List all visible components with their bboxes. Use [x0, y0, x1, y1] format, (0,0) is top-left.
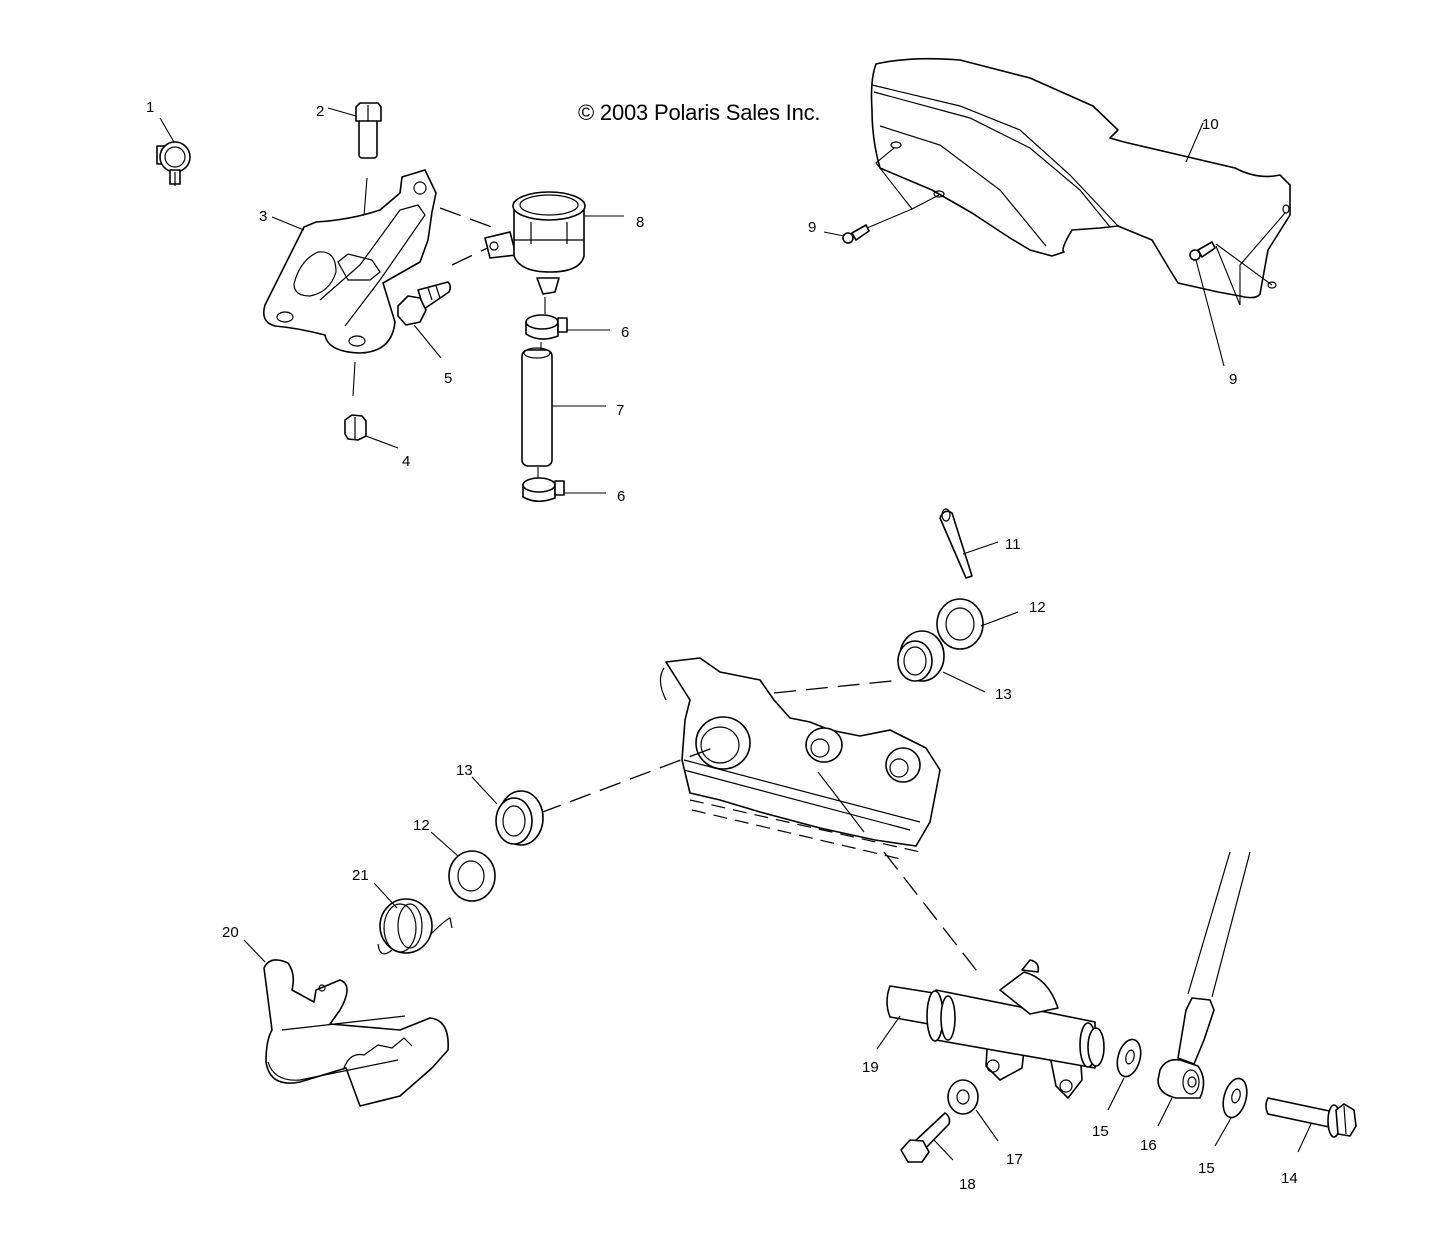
callout-4: 4 [402, 453, 410, 470]
assembly-line [883, 851, 981, 976]
part-15-washer-right: 15 [1198, 1077, 1248, 1177]
copyright-notice: © 2003 Polaris Sales Inc. [578, 100, 821, 125]
callout-17: 17 [1006, 1151, 1023, 1168]
callout-2: 2 [316, 103, 324, 120]
part-2-bolt: 2 [316, 102, 382, 255]
part-21-spring: 21 [352, 867, 453, 955]
callout-1: 1 [146, 99, 154, 116]
part-7-hose: 7 [521, 342, 624, 467]
callout-15-right: 15 [1198, 1160, 1215, 1177]
callout-20: 20 [222, 924, 239, 941]
callout-15-left: 15 [1092, 1123, 1109, 1140]
callout-13-upper: 13 [995, 686, 1012, 703]
part-12-washer-upper: 12 [936, 598, 1046, 650]
part-12-washer-lower: 12 [413, 817, 496, 902]
callout-5: 5 [444, 370, 452, 387]
callout-18: 18 [959, 1176, 976, 1193]
pedal-mount-bracket [659, 657, 941, 861]
part-13-bushing-upper: 13 [897, 630, 1012, 703]
part-9-screw-left: 9 [808, 147, 940, 244]
part-4-nut: 4 [344, 414, 410, 470]
part-5-bolt: 5 [397, 281, 452, 387]
callout-11: 11 [1005, 536, 1021, 553]
part-3-mounting-bracket: 3 [259, 169, 501, 397]
callout-7: 7 [616, 402, 624, 419]
part-19-master-cylinder: 19 [862, 959, 1105, 1099]
part-9-screw-right: 9 [1189, 212, 1286, 388]
callout-8: 8 [636, 214, 644, 231]
part-6-hose-clamp-upper: 6 [525, 297, 629, 341]
part-14-bolt: 14 [1265, 1097, 1357, 1187]
part-6-hose-clamp-lower: 6 [522, 467, 625, 505]
part-1-clip: 1 [146, 99, 191, 186]
part-15-washer-left: 15 [1092, 1038, 1142, 1140]
callout-14: 14 [1281, 1170, 1298, 1187]
callout-9-left: 9 [808, 219, 816, 236]
callout-12-upper: 12 [1029, 599, 1046, 616]
callout-19: 19 [862, 1059, 879, 1076]
callout-9-right: 9 [1229, 371, 1237, 388]
callout-12-lower: 12 [413, 817, 430, 834]
callout-16: 16 [1140, 1137, 1157, 1154]
callout-10: 10 [1202, 116, 1219, 133]
part-18-bolt: 18 [900, 1112, 976, 1193]
part-11-cotter-pin: 11 [939, 508, 1021, 579]
part-17-washer: 17 [947, 1079, 1023, 1168]
callout-3: 3 [259, 208, 267, 225]
callout-6-upper: 6 [621, 324, 629, 341]
callout-6-lower: 6 [617, 488, 625, 505]
part-16-brake-line-fitting: 16 [1140, 851, 1251, 1154]
part-13-bushing-lower: 13 [456, 762, 544, 846]
callout-13-lower: 13 [456, 762, 473, 779]
callout-21: 21 [352, 867, 369, 884]
assembly-line [773, 680, 893, 694]
part-8-reservoir: 8 [484, 191, 644, 295]
part-10-cover: 10 [870, 57, 1291, 299]
part-20-brake-pedal: 20 [222, 924, 449, 1107]
